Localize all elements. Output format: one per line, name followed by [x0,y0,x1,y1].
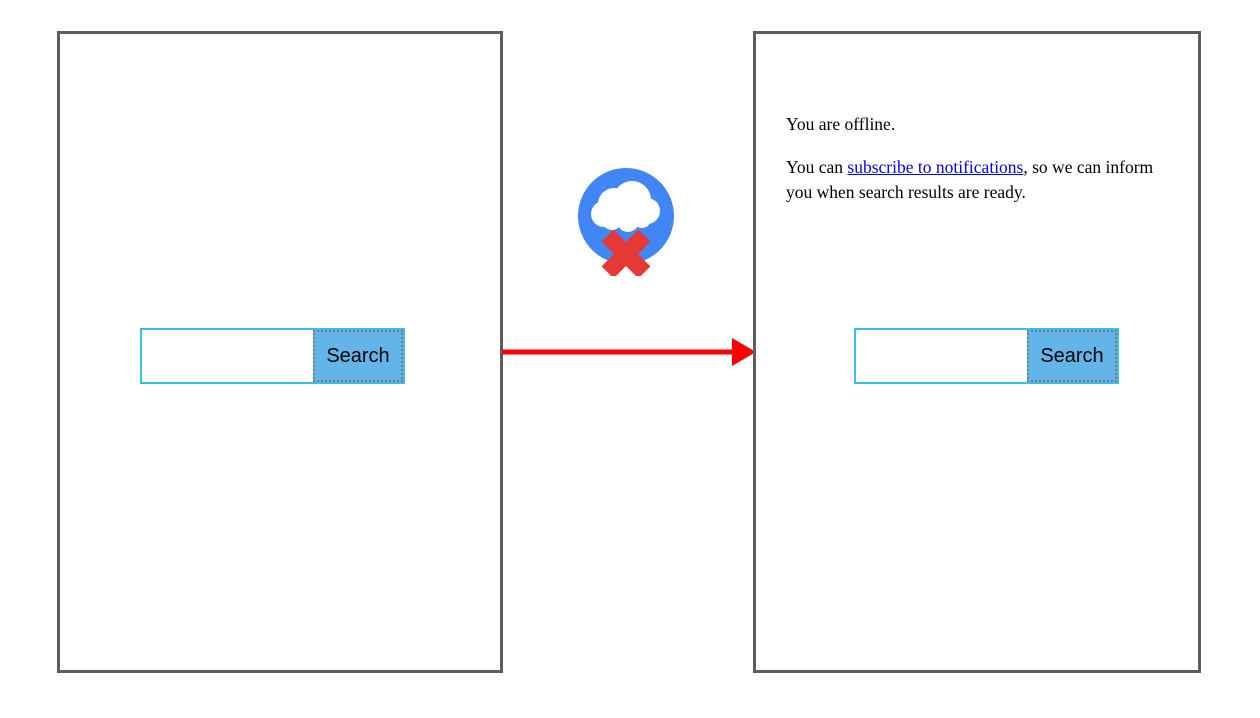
online-state-panel: Search [57,31,503,673]
offline-message: You are offline. You can subscribe to no… [786,112,1168,205]
search-widget[interactable]: Search [854,328,1119,384]
subscribe-to-notifications-link[interactable]: subscribe to notifications [847,156,1024,177]
offline-headline: You are offline. [786,114,896,134]
offline-subscribe-suffix: , so we can inform you when search resul… [786,156,1154,202]
search-widget[interactable]: Search [140,328,405,384]
search-input[interactable] [856,330,1027,382]
search-button[interactable]: Search [1027,330,1117,382]
offline-state-panel: You are offline. You can subscribe to no… [753,31,1201,673]
offline-subscribe-prefix: You can [786,156,848,177]
search-input[interactable] [142,330,313,382]
cloud-offline-icon [578,168,674,276]
search-button[interactable]: Search [313,330,403,382]
offline-subscribe-text: You can subscribe to notifications, so w… [786,155,1168,205]
right-arrow-icon [502,338,756,366]
